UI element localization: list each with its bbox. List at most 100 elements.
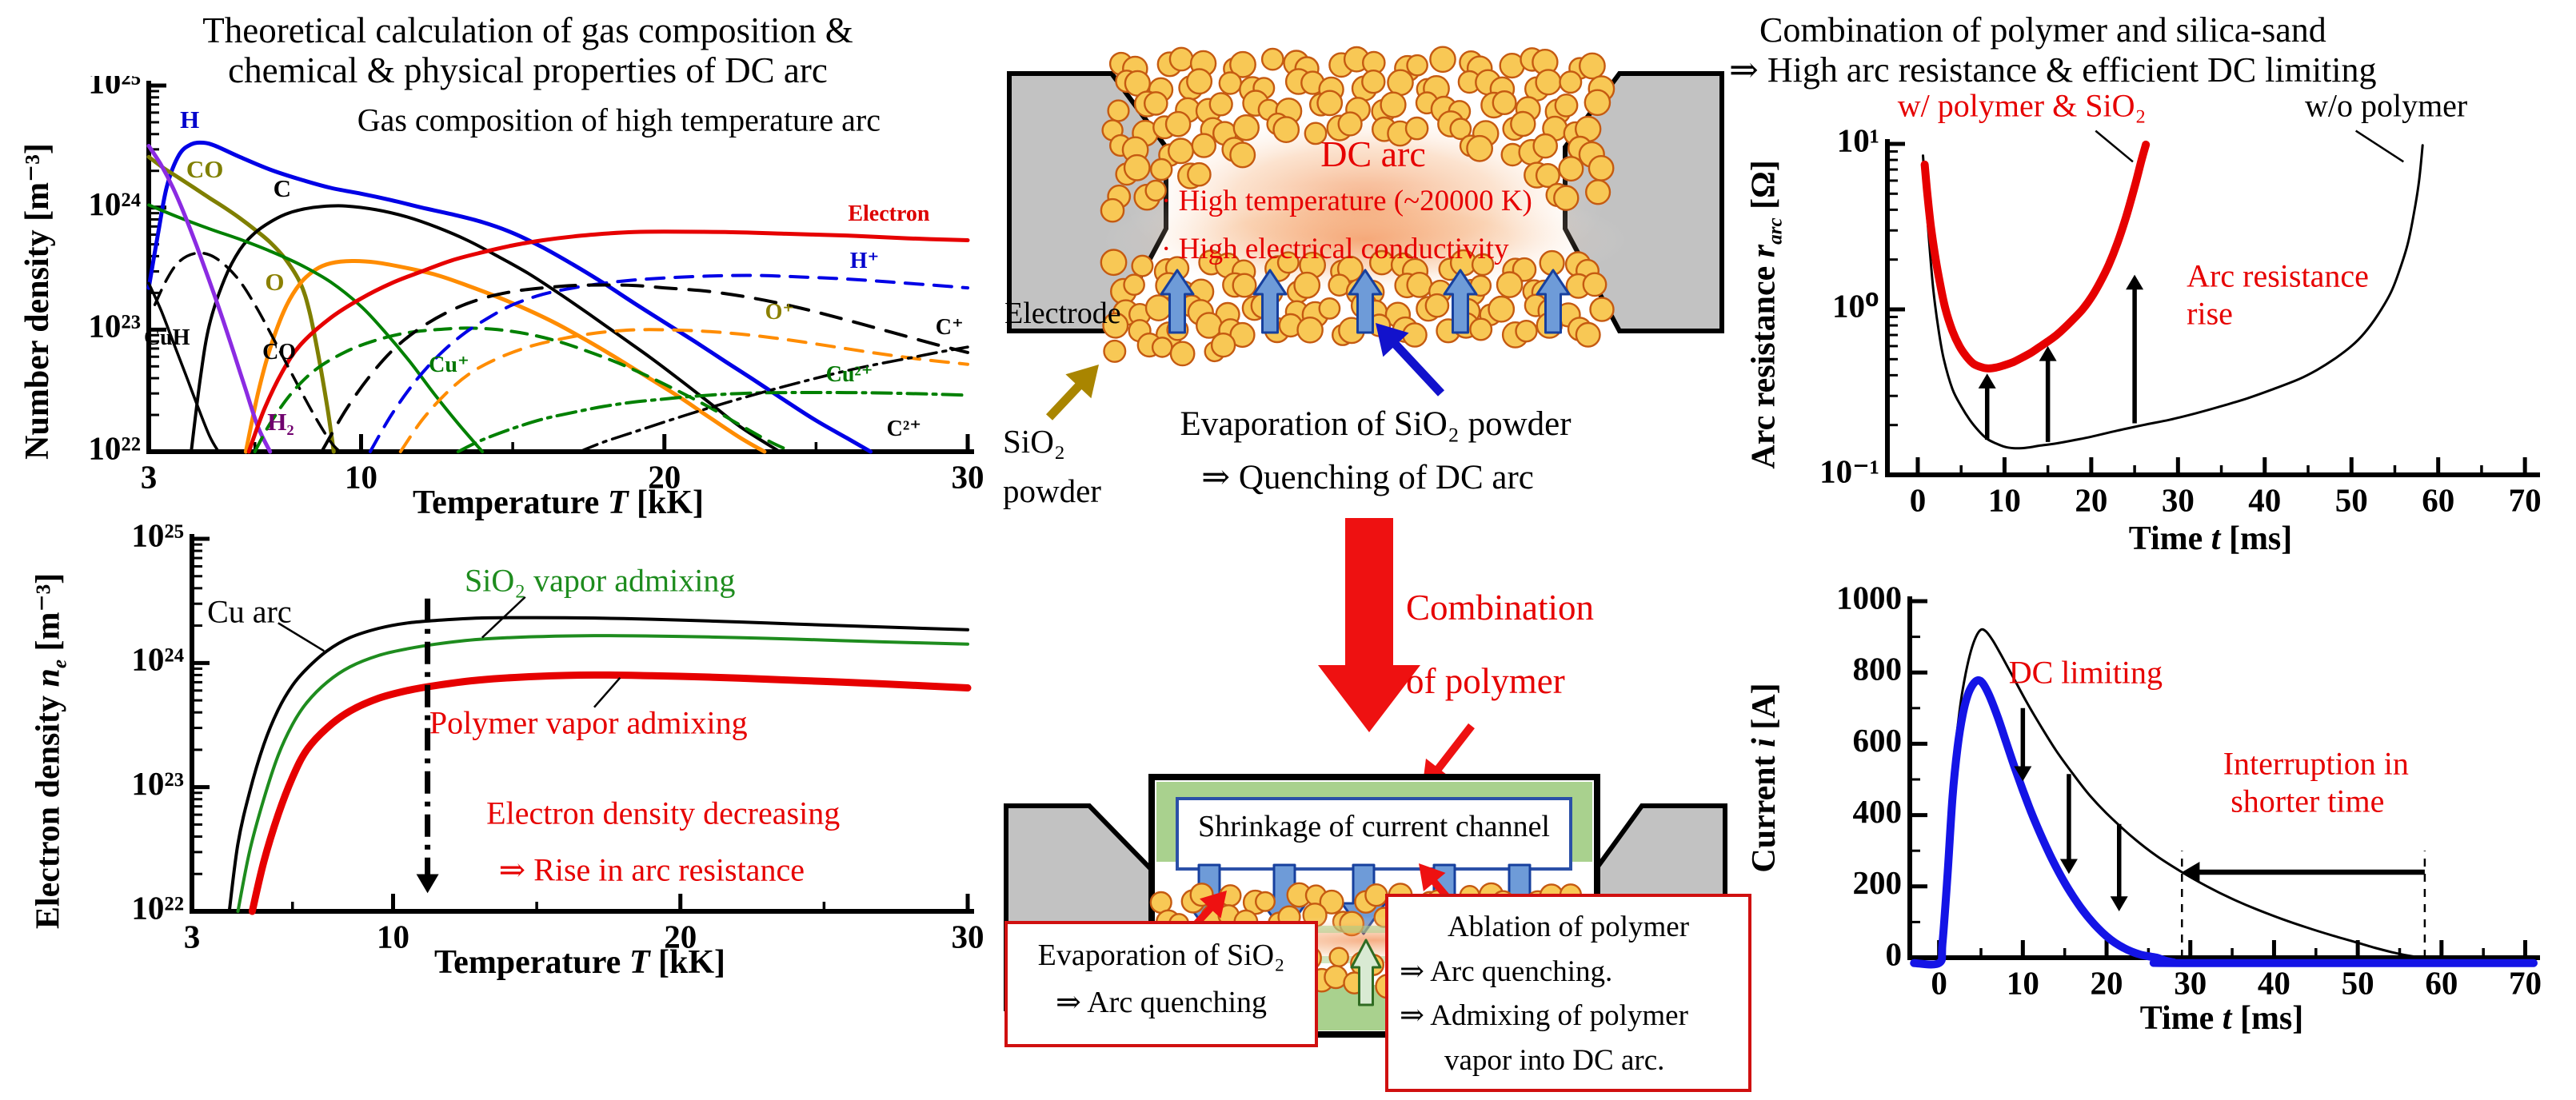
silica-particle — [1579, 52, 1606, 80]
x-tick-label: 0 — [1910, 482, 1927, 519]
silica-particle — [1151, 337, 1173, 358]
x-tick-label: 3 — [141, 459, 158, 496]
y-tick-label: 10²⁴ — [131, 641, 184, 678]
chart-annotation-arc-resistance: Arc resistance — [2187, 257, 2369, 294]
chart-annotation-gas-composition-of-high-temperature-arc: Gas composition of high temperature arc — [357, 102, 881, 138]
silica-particle — [1164, 110, 1192, 138]
chart-annotation-o: O — [265, 267, 285, 296]
x-axis-title: Time t [ms] — [1887, 520, 2534, 558]
x-tick-label: 0 — [1931, 965, 1947, 1002]
chart-annotation-c-: C²⁺ — [886, 416, 922, 441]
series-w-o-polymer — [1922, 144, 2424, 450]
box-left-line1: Evaporation of SiO₂ — [1037, 939, 1285, 972]
x-title-pre: Temperature — [434, 944, 629, 981]
silica-particle — [1107, 99, 1130, 122]
silica-particle — [1588, 154, 1615, 181]
evaporation-caption-line2: ⇒ Quenching of DC arc — [1201, 459, 1534, 496]
vertical-annotation-arrow-head — [2126, 274, 2144, 290]
x-title-post: [ms] — [2220, 520, 2293, 557]
x-title-post: [kK] — [628, 484, 704, 521]
chart-annotation-electron-density-decreasing: Electron density decreasing — [486, 795, 841, 831]
y-tick-label: 10²⁴ — [88, 185, 141, 222]
silica-particle — [1103, 339, 1127, 363]
silica-particle — [1296, 316, 1324, 344]
x-tick-label: 20 — [2091, 965, 2123, 1002]
x-axis-title: Time t [ms] — [1910, 999, 2534, 1038]
silica-particle — [1532, 133, 1559, 159]
chart-annotation-w-polymer-sio-: w/ polymer & SiO₂ — [1897, 87, 2147, 124]
evaporation-pointer-arrow-head — [1376, 323, 1409, 357]
electrode-label: Electrode — [1004, 297, 1121, 330]
chart-annotation-electron: Electron — [848, 201, 930, 227]
dash-dot-annotation-arrow-head — [416, 874, 439, 894]
x-title-pre: Time — [2128, 520, 2211, 557]
right-panel-title-line1: Combination of polymer and silica-sand — [1759, 10, 2326, 50]
silica-particle — [1255, 891, 1276, 912]
x-tick-label: 40 — [2258, 965, 2290, 1002]
y-title-pre: Electron density — [30, 687, 67, 930]
x-tick-label: 10 — [1988, 482, 2021, 519]
silica-particle — [1293, 271, 1321, 299]
ablation-of-polymer-box: Ablation of polymer ⇒ Arc quenching. ⇒ A… — [1385, 894, 1751, 1092]
chart-annotation--rise-in-arc-resistance: ⇒ Rise in arc resistance — [498, 851, 805, 888]
y-title-var: i — [1746, 738, 1783, 747]
x-title-var: T — [607, 484, 629, 521]
y-title-post: [Ω] — [1745, 160, 1783, 218]
series-Cu-arc — [227, 616, 969, 913]
silica-particle — [1361, 69, 1386, 94]
series-w-polymer-SiO- — [1910, 676, 2538, 969]
silica-particle — [1304, 122, 1328, 145]
box-right-line3: ⇒ Admixing of polymer — [1400, 999, 1688, 1032]
x-tick-label: 20 — [664, 919, 697, 955]
vertical-annotation-arrow-head — [2039, 345, 2057, 361]
y-title-sub: arc — [1764, 217, 1787, 245]
y-title-pre: Arc resistance — [1745, 257, 1783, 469]
silica-particle — [1558, 156, 1584, 182]
dc-arc-bullet-high-temperature: · High temperature (~20000 K) — [1161, 185, 1532, 217]
y-axis-title-arc-resistance: Arc resistance rarc [Ω] — [1745, 58, 1787, 570]
y-axis-title-number-density: Number density [m⁻³] — [17, 46, 57, 557]
box-right-line4: vapor into DC arc. — [1444, 1043, 1665, 1077]
silica-particle — [1469, 317, 1493, 341]
y-axis-title-electron-density: Electron density ne [m⁻³] — [28, 495, 72, 1006]
y-title-pre: Number density [m⁻³] — [19, 143, 56, 460]
label-leader-line — [481, 596, 526, 639]
chart-annotation-h: H — [180, 106, 200, 134]
chart-annotation-w-o-polymer: w/o polymer — [2304, 87, 2468, 124]
x-axis-title: Temperature T [kK] — [149, 484, 968, 522]
y-title-post: [A] — [1746, 683, 1783, 739]
silica-particle — [1406, 271, 1433, 298]
silica-particle — [1123, 273, 1145, 297]
chart-annotation-sio-vapor-admixing: SiO₂ vapor admixing — [464, 562, 736, 599]
y-tick-label: 10⁻¹ — [1819, 452, 1879, 489]
x-title-post: [kK] — [649, 944, 725, 981]
series-group — [146, 140, 970, 454]
combination-down-arrow — [1318, 518, 1420, 732]
silica-particle — [1510, 110, 1536, 138]
chart-annotation-o-: O⁺ — [765, 300, 795, 325]
x-tick-label: 70 — [2509, 482, 2542, 519]
x-tick-label: 30 — [2162, 482, 2195, 519]
silica-particle — [1535, 162, 1560, 188]
silica-particle — [1232, 114, 1260, 141]
silica-particle — [1187, 161, 1212, 187]
evaporation-up-arrow — [1348, 269, 1383, 334]
silica-particle — [1449, 118, 1472, 141]
silica-particle — [1318, 297, 1341, 320]
silica-particle — [1535, 69, 1562, 96]
series-Cu- — [456, 390, 969, 453]
silica-particle — [1328, 947, 1349, 967]
combination-label-line1: Combination — [1406, 588, 1594, 628]
x-tick-label: 30 — [2174, 965, 2207, 1002]
evaporation-box-pointer-arrow-head — [1200, 891, 1227, 919]
series-SiO-vapor-admixing — [236, 634, 969, 913]
silica-particle — [1102, 312, 1129, 339]
chart-annotation-co: CO — [186, 155, 224, 184]
x-title-var: T — [629, 944, 650, 981]
silica-particle — [1144, 179, 1167, 202]
